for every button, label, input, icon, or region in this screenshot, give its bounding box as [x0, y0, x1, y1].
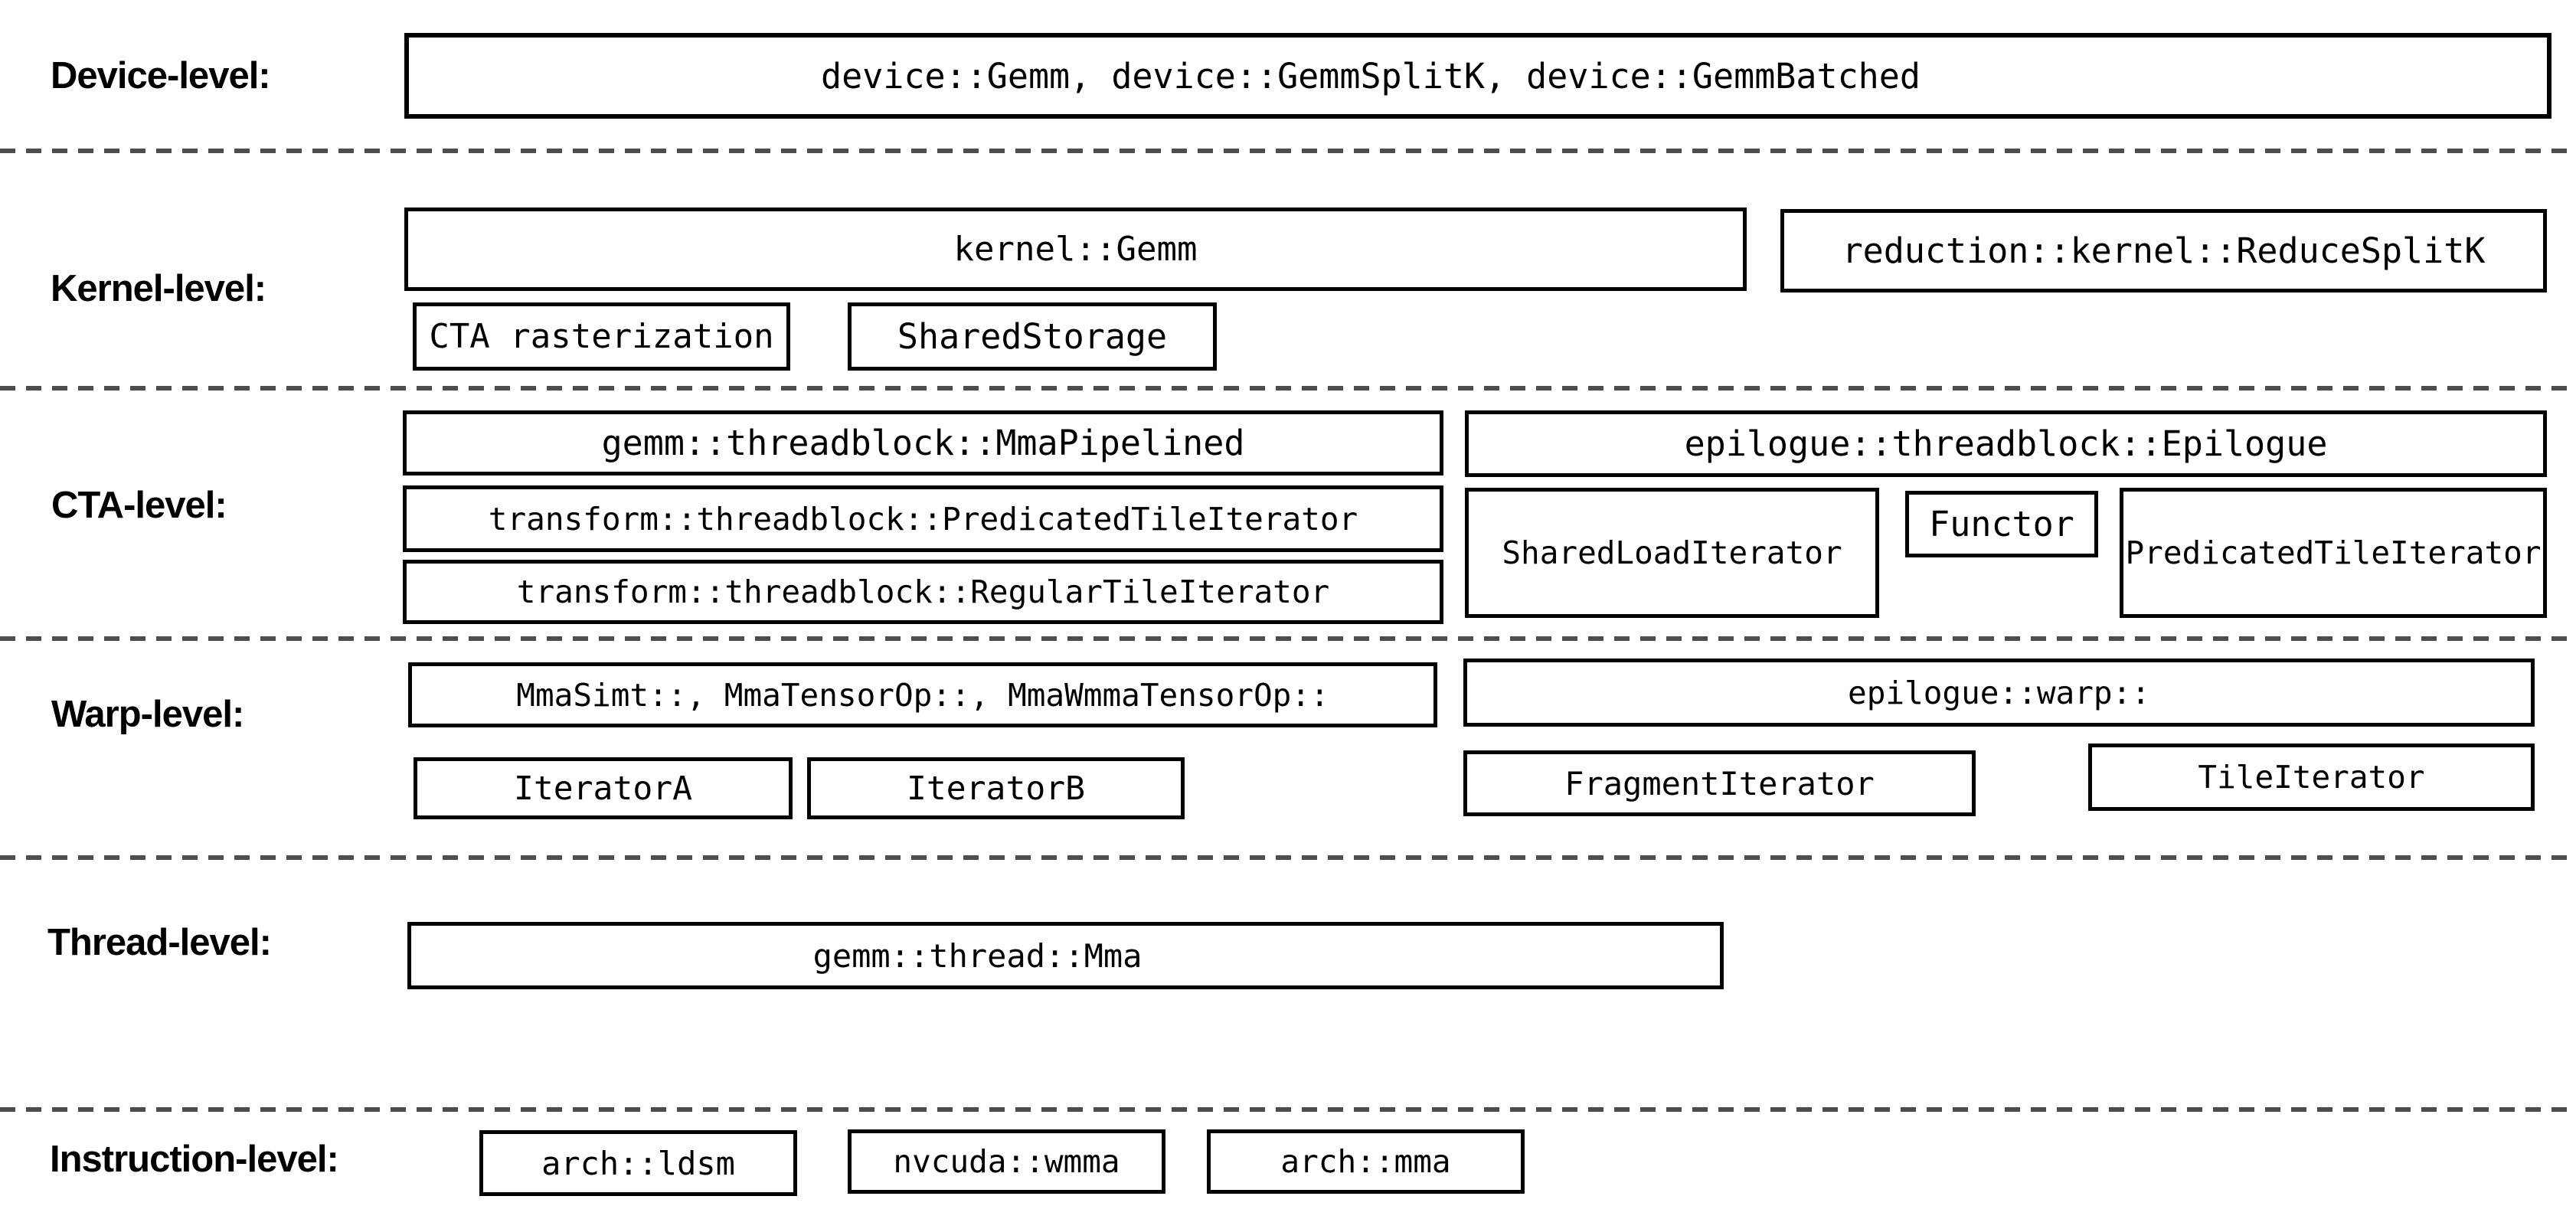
cta-level-label: CTA-level: — [51, 485, 227, 526]
mma-pipelined-box: gemm::threadblock::MmaPipelined — [403, 410, 1443, 476]
cta-rasterization-box: CTA rasterization — [413, 302, 790, 371]
warp-mma-box: MmaSimt::, MmaTensorOp::, MmaWmmaTensorO… — [408, 662, 1437, 727]
transform-predicated-tile-iterator-box: transform::threadblock::PredicatedTileIt… — [403, 485, 1443, 552]
divider-after-kernel — [0, 386, 2576, 391]
epilogue-threadblock-box: epilogue::threadblock::Epilogue — [1465, 410, 2547, 477]
divider-after-warp — [0, 855, 2576, 860]
fragment-iterator-box: FragmentIterator — [1463, 750, 1976, 816]
thread-level-label: Thread-level: — [47, 922, 272, 963]
iterator-b-box: IteratorB — [807, 757, 1185, 819]
functor-box: Functor — [1905, 491, 2098, 557]
transform-regular-tile-iterator-box: transform::threadblock::RegularTileItera… — [403, 560, 1443, 624]
divider-after-cta — [0, 636, 2576, 641]
nvcuda-wmma-box: nvcuda::wmma — [848, 1129, 1165, 1194]
thread-mma-box: gemm::thread::Mma — [407, 922, 1724, 989]
tile-iterator-box: TileIterator — [2088, 743, 2535, 811]
device-level-label: Device-level: — [51, 55, 271, 96]
shared-storage-box: SharedStorage — [848, 302, 1217, 371]
divider-after-thread — [0, 1107, 2576, 1112]
kernel-level-label: Kernel-level: — [51, 268, 266, 309]
device-gemm-box: device::Gemm, device::GemmSplitK, device… — [404, 33, 2551, 119]
epilogue-predicated-tile-iterator-box: PredicatedTileIterator — [2120, 488, 2547, 618]
instruction-level-label: Instruction-level: — [50, 1139, 339, 1180]
shared-load-iterator-box: SharedLoadIterator — [1465, 488, 1879, 618]
arch-mma-box: arch::mma — [1207, 1129, 1525, 1194]
warp-level-label: Warp-level: — [51, 694, 244, 735]
arch-ldsm-box: arch::ldsm — [479, 1130, 797, 1196]
reduce-splitk-box: reduction::kernel::ReduceSplitK — [1780, 209, 2547, 292]
kernel-gemm-box: kernel::Gemm — [404, 208, 1747, 291]
divider-after-device — [0, 149, 2576, 153]
epilogue-warp-box: epilogue::warp:: — [1463, 659, 2535, 727]
iterator-a-box: IteratorA — [414, 757, 793, 819]
